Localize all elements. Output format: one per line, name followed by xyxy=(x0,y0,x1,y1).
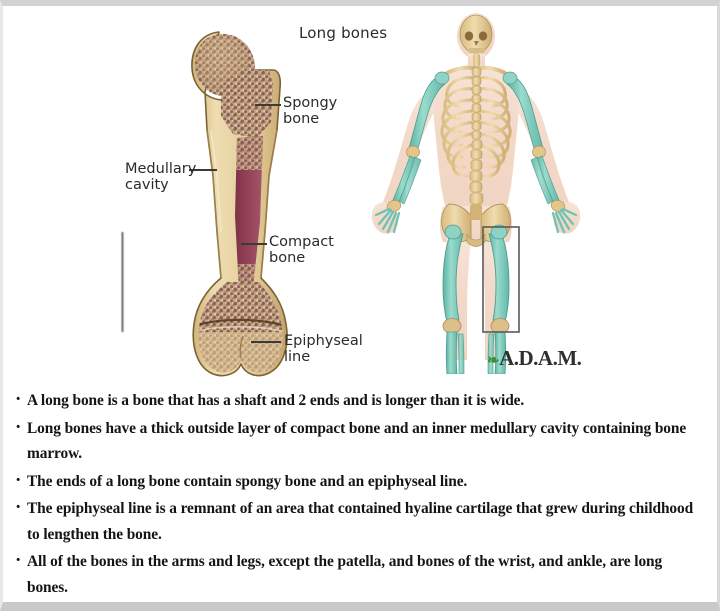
leaf-icon: ❧ xyxy=(487,353,500,369)
label-compact-bone: Compact bone xyxy=(269,234,334,266)
femur-cross-section-illustration xyxy=(181,26,291,378)
adam-logo: ❧A.D.A.M. xyxy=(487,346,582,371)
label-epiphyseal-line: Epiphyseal line xyxy=(284,333,363,365)
figure-title: Long bones xyxy=(299,24,388,42)
list-item: The ends of a long bone contain spongy b… xyxy=(13,468,703,495)
list-item: All of the bones in the arms and legs, e… xyxy=(13,548,703,600)
highlighted-long-bones xyxy=(374,71,578,375)
list-item: The epiphyseal line is a remnant of an a… xyxy=(13,495,703,547)
femur-highlight-box xyxy=(482,226,520,333)
leader-line-compact-bone xyxy=(241,243,267,245)
list-item: Long bones have a thick outside layer of… xyxy=(13,415,703,467)
bullet-list: A long bone is a bone that has a shaft a… xyxy=(13,387,703,600)
adam-logo-text: A.D.A.M. xyxy=(499,346,582,370)
label-spongy-bone: Spongy bone xyxy=(283,95,338,127)
list-item: A long bone is a bone that has a shaft a… xyxy=(13,387,703,414)
bullet-text-block: A long bone is a bone that has a shaft a… xyxy=(3,387,717,602)
leader-line-spongy-bone xyxy=(255,104,281,106)
leader-line-medullary-cavity xyxy=(189,169,217,171)
skeleton-figure-illustration xyxy=(363,10,633,375)
scan-artifact-streak xyxy=(121,232,124,332)
long-bones-figure: Long bones xyxy=(3,6,717,378)
leader-line-epiphyseal-line xyxy=(251,341,281,343)
label-medullary-cavity: Medullary cavity xyxy=(125,161,197,193)
slide-canvas: Long bones xyxy=(3,6,717,602)
